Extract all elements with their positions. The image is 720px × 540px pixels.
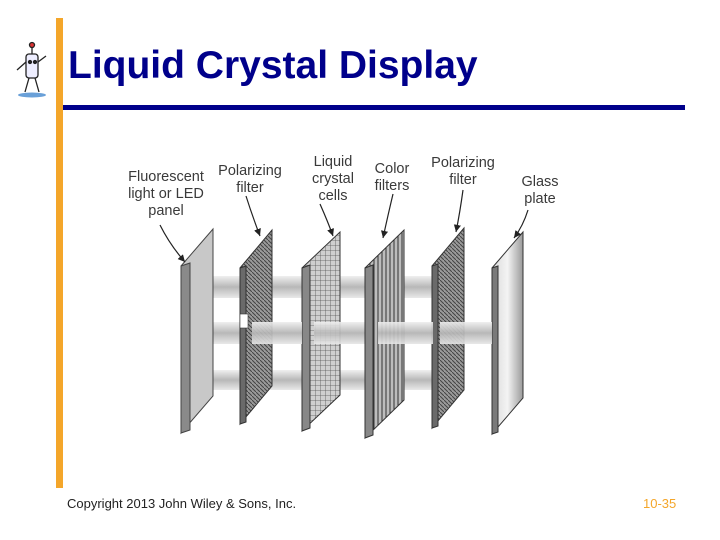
mascot-logo-icon (16, 41, 47, 98)
label-polarizer-2-line-2: filter (449, 172, 477, 188)
copyright-text: Copyright 2013 John Wiley & Sons, Inc. (67, 496, 297, 511)
label-backlight-line-3: panel (148, 203, 183, 219)
label-backlight: Fluorescent light or LED panel (128, 169, 204, 219)
label-polarizer-1: Polarizing filter (218, 163, 282, 196)
label-polarizer-1-line-2: filter (236, 180, 264, 196)
label-lc-cells-line-3: cells (318, 188, 347, 204)
label-lc-cells: Liquid crystal cells (312, 154, 354, 204)
label-color-filters-line-2: filters (375, 178, 410, 194)
label-glass: Glass plate (521, 174, 558, 207)
accent-side-bar (56, 18, 63, 488)
page-number: 10-35 (643, 496, 677, 511)
title-underline-rule (63, 105, 685, 110)
label-polarizer-2: Polarizing filter (431, 155, 495, 188)
label-polarizer-1-line-1: Polarizing (218, 163, 282, 179)
label-lc-cells-line-1: Liquid (314, 154, 353, 170)
label-color-filters-line-1: Color (375, 161, 410, 177)
label-lc-cells-line-2: crystal (312, 171, 354, 187)
label-glass-line-2: plate (524, 191, 555, 207)
backlight-panel (180, 227, 214, 435)
label-backlight-line-1: Fluorescent (128, 169, 204, 185)
page-title: Liquid Crystal Display (68, 44, 478, 87)
glass-plate (491, 230, 524, 436)
label-polarizer-2-line-1: Polarizing (431, 155, 495, 171)
label-glass-line-1: Glass (521, 174, 558, 190)
label-color-filters: Color filters (375, 161, 410, 194)
label-backlight-line-2: light or LED (128, 186, 204, 202)
label-arrows (159, 189, 529, 263)
